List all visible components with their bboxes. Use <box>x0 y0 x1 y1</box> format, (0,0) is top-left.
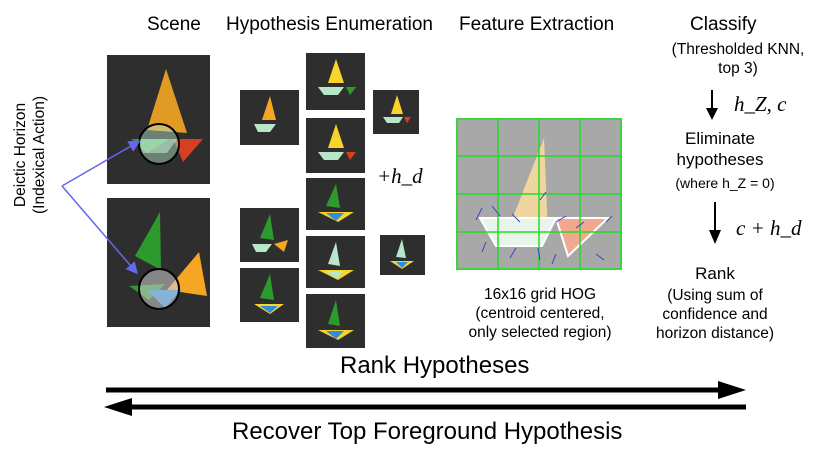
rank-heading: Rank <box>695 264 735 283</box>
deictic-label-line: Deictic Horizon <box>12 102 29 208</box>
classify-subtitle-line: (Thresholded KNN, <box>671 41 805 58</box>
hog-caption-line: only selected region) <box>468 324 612 341</box>
hypothesis-tile <box>306 294 365 348</box>
rank-subtitle-line: horizon distance) <box>655 325 775 342</box>
hypothesis-tile <box>240 268 299 322</box>
hog-caption-line: (centroid centered, <box>475 305 605 322</box>
classify-subtitle: (Thresholded KNN, top 3) <box>648 40 824 78</box>
classify-subtitle-line: top 3) <box>718 60 758 77</box>
hypothesis-tile <box>240 208 299 262</box>
rank-hypotheses-label: Rank Hypotheses <box>340 352 530 379</box>
scene-image-top <box>107 55 210 184</box>
rank-input: c + h_d <box>736 216 802 240</box>
hypothesis-tile <box>306 236 365 288</box>
plus-horizon-distance: +h_d <box>377 164 423 188</box>
eliminate-heading: Eliminate hypotheses <box>650 128 790 170</box>
rank-subtitle-line: (Using sum of <box>667 287 763 304</box>
eliminate-line: Eliminate <box>685 129 755 148</box>
hog-caption-line: 16x16 grid HOG <box>484 286 596 303</box>
header-classify: Classify <box>690 14 757 35</box>
eliminate-line: hypotheses <box>676 150 764 169</box>
down-arrow-icon <box>706 90 718 120</box>
rank-subtitle: (Using sum of confidence and horizon dis… <box>640 286 790 343</box>
down-arrow-icon <box>709 202 721 244</box>
scene-image-bottom <box>107 198 210 327</box>
deictic-label-line: (Indexical Action) <box>31 95 48 215</box>
hypothesis-tile <box>240 90 299 145</box>
classify-output: h_Z, c <box>734 92 787 116</box>
recover-label: Recover Top Foreground Hypothesis <box>232 418 623 445</box>
hypothesis-tile <box>306 118 365 173</box>
hypothesis-tile <box>380 235 425 275</box>
header-scene: Scene <box>147 14 201 35</box>
eliminate-note: (where h_Z = 0) <box>675 175 775 191</box>
bidirectional-arrows <box>104 381 746 416</box>
hog-caption: 16x16 grid HOG (centroid centered, only … <box>460 285 620 342</box>
deictic-horizon-label: Deictic Horizon (Indexical Action) <box>11 85 51 225</box>
header-feature-extraction: Feature Extraction <box>459 14 615 35</box>
hypothesis-tile <box>306 178 365 230</box>
header-hypothesis-enumeration: Hypothesis Enumeration <box>226 14 433 35</box>
rank-subtitle-line: confidence and <box>662 306 768 323</box>
hypothesis-tile <box>373 90 419 134</box>
hypothesis-tile <box>306 53 365 110</box>
hog-grid <box>456 118 622 270</box>
